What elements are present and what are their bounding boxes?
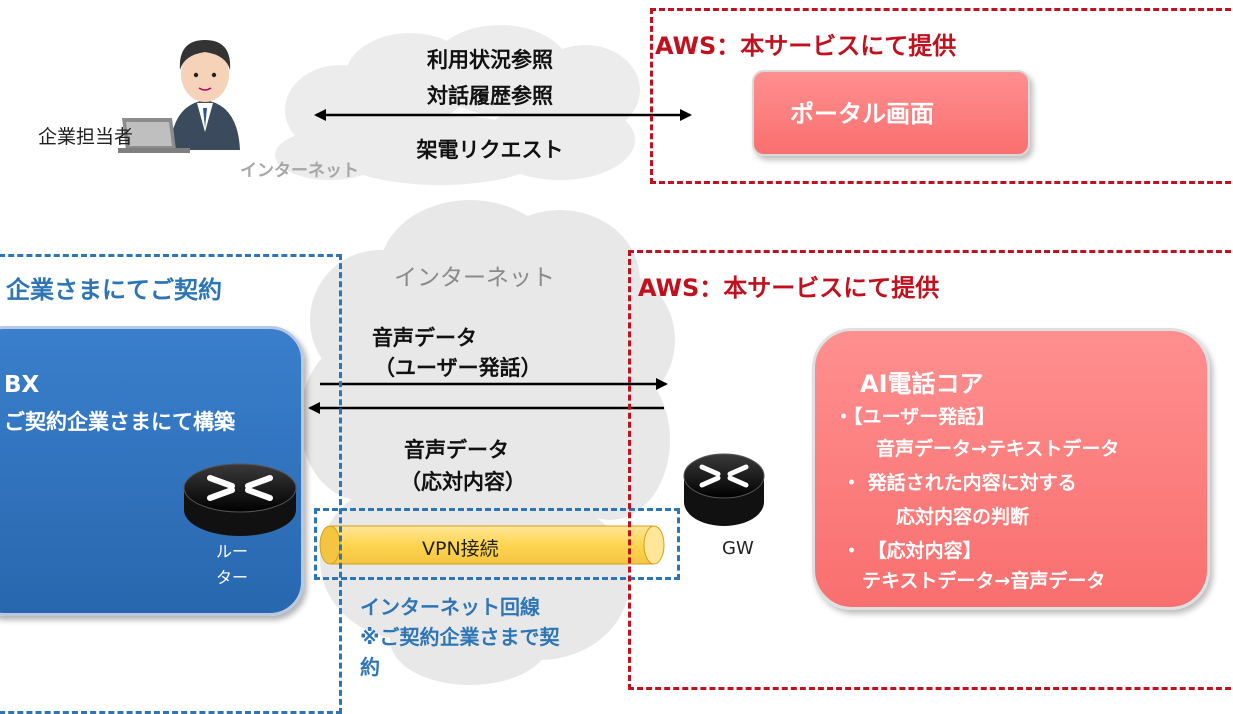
diagram-canvas xyxy=(118,25,692,685)
upstream-text-2: （ユーザー発話） xyxy=(374,356,542,380)
internet-line-note-2: ※ご契約企業さまで契 xyxy=(360,625,560,649)
arrow-text-history: 対話履歴参照 xyxy=(427,84,553,108)
aws-title-bottom: AWS：本サービスにて提供 xyxy=(638,274,940,302)
user-label: 企業担当者 xyxy=(38,126,134,148)
downstream-text-2: （応対内容） xyxy=(400,470,526,494)
internet-line-note: インターネット回線 ※ご契約企業さまで契 約 xyxy=(360,592,559,682)
upstream-text-1: 音声データ xyxy=(372,326,477,350)
gw-label: GW xyxy=(722,538,754,559)
router-label-2: ター xyxy=(215,568,248,587)
ai-core-line: ・ 発話された内容に対する xyxy=(842,472,1077,494)
aws-boundary-top xyxy=(650,8,1233,184)
arrow-text-usage: 利用状況参照 xyxy=(427,48,553,72)
aws-title-top: AWS：本サービスにて提供 xyxy=(655,32,957,60)
internet-line-note-3: 約 xyxy=(360,655,380,679)
arrow-text-call-request: 架電リクエスト xyxy=(416,138,564,162)
internet-line-note-1: インターネット回線 xyxy=(360,595,540,619)
downstream-text-1: 音声データ xyxy=(404,438,509,462)
portal-label: ポータル画面 xyxy=(790,100,934,128)
pbx-title: BX xyxy=(4,372,40,398)
company-boundary xyxy=(0,254,342,714)
portal-box xyxy=(752,70,1030,156)
ai-core-box xyxy=(812,328,1210,610)
vpn-label: VPN接続 xyxy=(422,538,499,560)
person-with-laptop-icon xyxy=(118,40,240,153)
vpn-tunnel-icon xyxy=(319,525,665,565)
company-title: 企業さまにてご契約 xyxy=(6,276,222,304)
ai-core-line: 音声データ→テキストデータ xyxy=(876,438,1120,460)
router-icon xyxy=(183,463,297,536)
ai-core-line: テキストデータ→音声データ xyxy=(862,570,1106,592)
cloud-label-internet-middle: インターネット xyxy=(394,265,555,291)
vpn-boundary xyxy=(314,508,680,580)
router-label-1: ルー xyxy=(215,542,248,561)
cloud-icon xyxy=(275,25,640,185)
aws-boundary-bottom xyxy=(628,250,1233,690)
cloud-label-internet-top: インターネット xyxy=(240,161,359,181)
ai-core-title: AI電話コア xyxy=(860,370,984,398)
ai-core-line: 応対内容の判断 xyxy=(896,506,1030,528)
pbx-subtitle: ご契約企業さまにて構築 xyxy=(4,410,235,434)
ai-core-line: ・ 【応対内容】 xyxy=(842,540,982,562)
gateway-router-icon xyxy=(683,453,765,526)
ai-core-line: ・【ユーザー発話】 xyxy=(834,406,996,428)
cloud-icon xyxy=(300,200,675,685)
